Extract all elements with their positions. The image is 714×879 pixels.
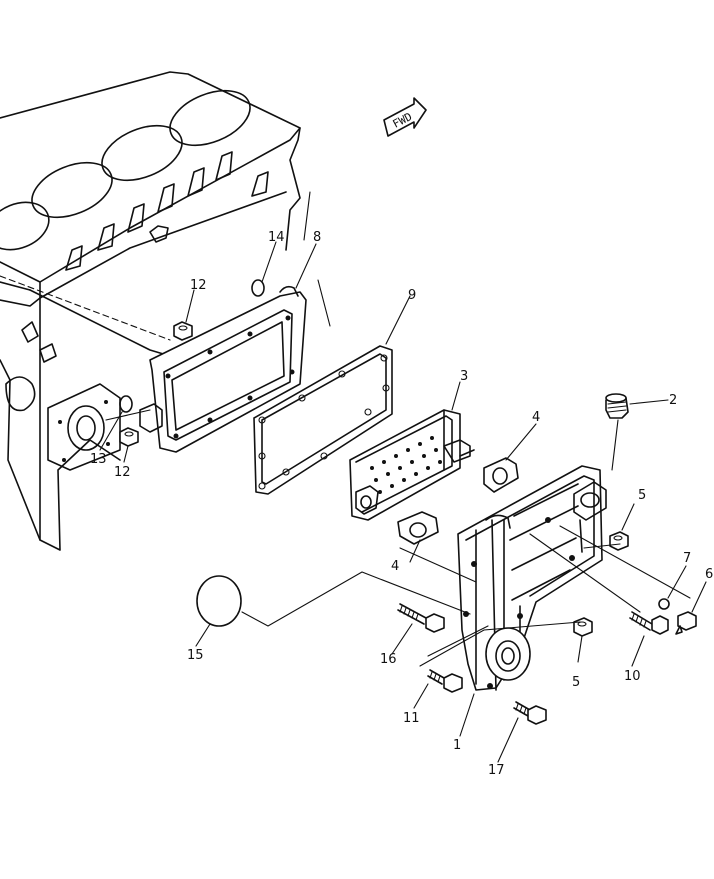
cooler-cover-part-8: [139, 285, 307, 453]
callout-11: 11: [403, 711, 420, 726]
bolt-part-11: [427, 669, 463, 693]
bolt-part-10: [629, 611, 669, 635]
callout-3: 3: [460, 369, 468, 384]
gasket-part-4-upper: [483, 457, 519, 493]
callout-17: 17: [488, 763, 505, 778]
callout-9: 9: [408, 288, 416, 303]
callout-5-lower: 5: [572, 675, 580, 690]
bolt-part-17: [513, 701, 547, 725]
nut-part-5-lower: [573, 617, 593, 637]
gasket-part-9: [253, 345, 393, 495]
callout-10: 10: [624, 669, 641, 684]
callout-5-upper: 5: [638, 488, 646, 503]
nut-part-12-lower: [119, 427, 139, 447]
callout-12-upper: 12: [190, 278, 207, 293]
o-ring-part-14: [251, 279, 265, 297]
callout-14: 14: [268, 230, 285, 245]
callout-6: 6: [705, 567, 713, 582]
cooler-case-part-1: [457, 465, 607, 691]
washer-part-7: [658, 598, 670, 610]
callout-2: 2: [669, 393, 677, 408]
engine-block: [0, 71, 301, 551]
gasket-part-4-lower: [397, 511, 439, 545]
assembly-lines: [105, 191, 691, 667]
bolt-part-16: [397, 603, 445, 633]
callout-8: 8: [313, 230, 321, 245]
nut-part-12-upper: [173, 321, 193, 341]
callout-13: 13: [90, 452, 107, 467]
callout-1: 1: [453, 738, 461, 753]
callout-labels: 2 3 4 4 5 5 6 7 8 9 10 11 12 12 13 14 15…: [90, 230, 713, 778]
forward-arrow-icon: FWD: [383, 97, 427, 137]
cooler-core-part-3: [349, 409, 475, 521]
o-ring-part-13: [119, 395, 133, 413]
nut-part-5-upper: [609, 531, 629, 551]
o-ring-part-15: [196, 575, 242, 627]
callout-4-lower: 4: [391, 559, 399, 574]
callout-15: 15: [187, 648, 204, 663]
callout-7: 7: [683, 551, 691, 566]
leader-lines: [99, 241, 707, 763]
callout-4-upper: 4: [532, 410, 540, 425]
plug-bolt-part-6: [675, 611, 697, 635]
callout-12-lower: 12: [114, 465, 131, 480]
callout-16: 16: [380, 652, 397, 667]
plug-part-2: [605, 393, 629, 419]
